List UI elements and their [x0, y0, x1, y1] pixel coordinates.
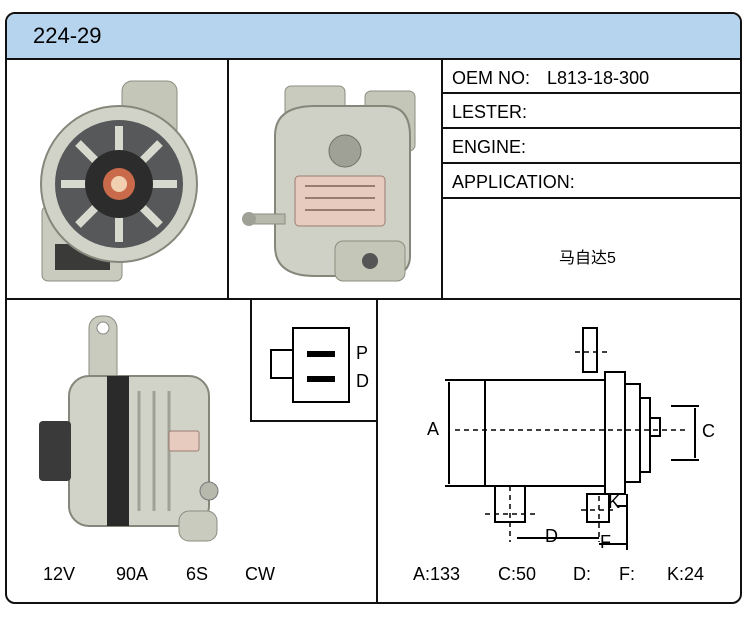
diagram-label-k: K [608, 492, 621, 512]
part-number-title: 224-29 [33, 23, 102, 48]
connector-diagram [270, 327, 350, 403]
header-bar: 224-29 [7, 14, 740, 60]
grid-line-v1 [227, 58, 229, 298]
connector-label-d: D [356, 371, 369, 391]
alternator-side-photo [39, 315, 219, 542]
product-card: 224-29 OEM NO: L813-18-300 LESTER: ENGIN… [5, 12, 742, 604]
grid-line-info-3 [443, 162, 740, 164]
application-value: 马自达5 [559, 250, 616, 267]
dim-d: D: [573, 564, 591, 584]
dim-f: F: [619, 564, 635, 584]
grid-line-info-2 [443, 127, 740, 129]
alternator-rear-photo [242, 85, 416, 282]
dimension-diagram [445, 327, 699, 550]
spec-pulley: 6S [186, 564, 209, 584]
grid-line-v2 [441, 58, 443, 298]
diagram-label-c: C [702, 421, 715, 441]
oem-value: L813-18-300 [547, 68, 650, 88]
lester-label: LESTER: [452, 102, 528, 122]
oem-label: OEM NO: [452, 68, 531, 88]
application-label: APPLICATION: [452, 172, 575, 192]
engine-label: ENGINE: [452, 137, 527, 157]
spec-rotation: CW [245, 564, 275, 584]
connector-label-p: P [356, 343, 369, 363]
dim-a: A:133 [413, 564, 461, 584]
connector-box-bottom [250, 420, 378, 422]
dim-k: K:24 [667, 564, 705, 584]
diagram-label-a: A [427, 419, 440, 439]
grid-line-middle [7, 298, 740, 300]
diagram-label-d: D [545, 526, 558, 546]
diagram-label-f: F [600, 532, 611, 552]
grid-line-info-1 [443, 92, 740, 94]
grid-line-v3 [376, 300, 378, 602]
spec-voltage: 12V [43, 564, 76, 584]
spec-amperage: 90A [116, 564, 149, 584]
connector-box-left [250, 300, 252, 422]
grid-line-info-4 [443, 197, 740, 199]
dim-c: C:50 [498, 564, 537, 584]
alternator-front-photo [40, 80, 198, 282]
